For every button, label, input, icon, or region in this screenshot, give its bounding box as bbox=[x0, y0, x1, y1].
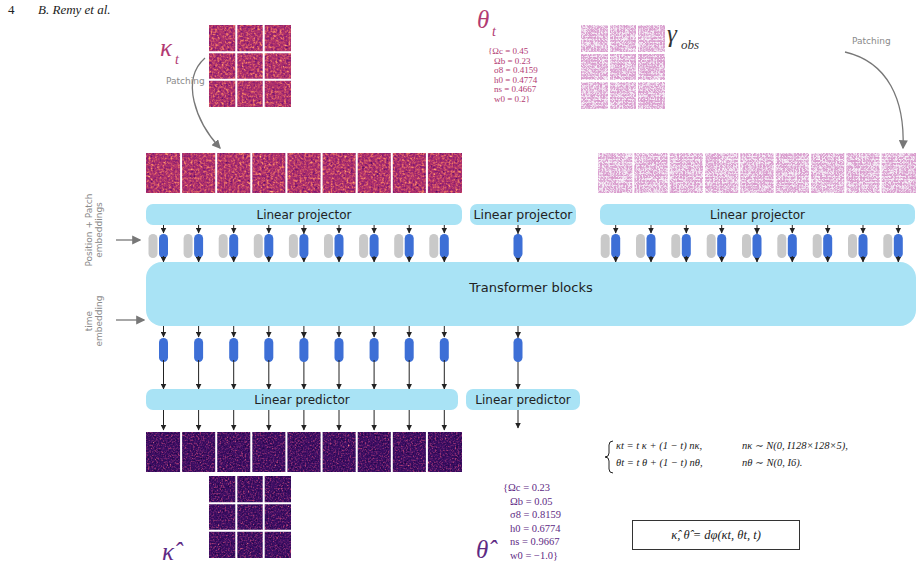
brace bbox=[605, 441, 613, 473]
subscript: obs bbox=[681, 38, 699, 53]
symbol: κ bbox=[160, 34, 172, 63]
symbol: θ bbox=[477, 6, 489, 35]
transformer-block: Transformer blocks bbox=[146, 262, 916, 326]
equation: nθ ∼ N(0, I6). bbox=[742, 457, 802, 469]
side-label: Position + Patch embeddings bbox=[84, 190, 105, 270]
side-label: time embedding bbox=[84, 295, 105, 347]
patching-arrow bbox=[192, 58, 220, 148]
parameter-value: Ωb = 0.23 bbox=[494, 56, 531, 66]
running-head: B. Remy et al. bbox=[38, 3, 111, 18]
node-label: Linear predictor bbox=[475, 393, 570, 407]
formula-box: κ̂, θ̂ = dφ(κt, θt, t) bbox=[632, 520, 800, 550]
map-patches bbox=[146, 153, 462, 193]
equation: θt = t θ + (1 − t) nθ, bbox=[616, 457, 703, 469]
parameter-value: {Ωc = 0.45 bbox=[488, 46, 528, 56]
node-label: Linear projector bbox=[474, 207, 573, 222]
parameter-value: Ωb = 0.05 bbox=[510, 496, 553, 508]
shear-patches bbox=[598, 153, 916, 193]
equation: nκ ∼ N(0, I128×128×5), bbox=[742, 440, 848, 452]
output-patches bbox=[146, 432, 462, 472]
output-grid bbox=[209, 476, 291, 558]
subscript: t bbox=[492, 24, 496, 40]
parameter-value: σ8 = 0.4159 bbox=[494, 65, 538, 75]
parameter-value: ns = 0.4667 bbox=[494, 84, 536, 94]
parameter-value: {Ωc = 0.23 bbox=[503, 482, 550, 494]
linear-projector: Linear projector bbox=[470, 204, 576, 225]
page-number: 4 bbox=[8, 3, 15, 18]
shear-grid bbox=[581, 25, 665, 109]
node-label: Linear predictor bbox=[254, 393, 349, 407]
node-label: Linear projector bbox=[710, 208, 805, 222]
parameter-value: ns = 0.9667 bbox=[510, 536, 559, 548]
annotation: Patching bbox=[852, 36, 891, 46]
linear-projector: Linear projector bbox=[146, 204, 462, 225]
parameter-value: w0 = 0.2} bbox=[494, 94, 530, 104]
linear-predictor: Linear predictor bbox=[146, 389, 458, 410]
node-label: Transformer blocks bbox=[469, 280, 592, 295]
parameter-value: w0 = −1.0} bbox=[510, 550, 558, 562]
symbol: κ̂ bbox=[162, 538, 174, 567]
symbol: γ bbox=[667, 20, 677, 49]
parameter-value: h0 = 0.4774 bbox=[494, 75, 537, 85]
linear-projector: Linear projector bbox=[600, 204, 915, 225]
parameter-value: h0 = 0.6774 bbox=[510, 523, 561, 535]
map-grid bbox=[209, 25, 291, 107]
subscript: t bbox=[175, 52, 179, 68]
equation: κt = t κ + (1 − t) nκ, bbox=[616, 440, 702, 452]
node-label: κ̂, θ̂ = dφ(κt, θt, t) bbox=[671, 528, 761, 543]
linear-predictor: Linear predictor bbox=[466, 389, 580, 410]
symbol: θ̂ bbox=[476, 536, 488, 565]
parameter-value: σ8 = 0.8159 bbox=[510, 509, 561, 521]
annotation: Patching bbox=[166, 76, 205, 86]
node-label: Linear projector bbox=[256, 208, 351, 222]
patching-arrow bbox=[845, 52, 903, 148]
